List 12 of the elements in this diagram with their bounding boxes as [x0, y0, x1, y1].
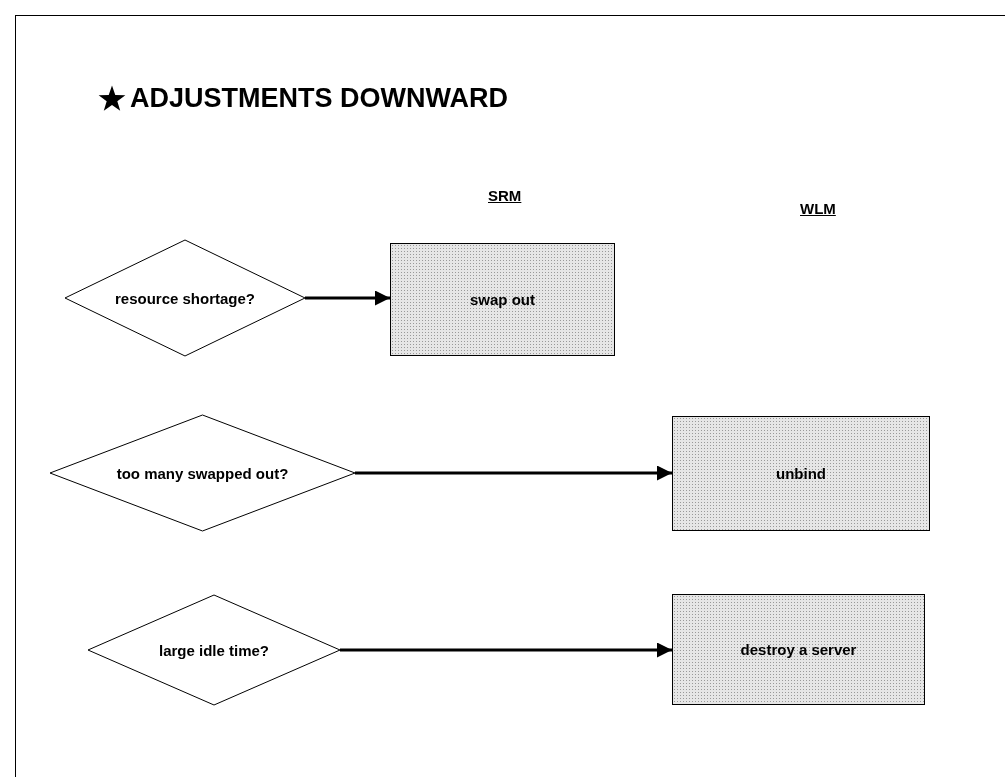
- arrow: [355, 465, 672, 481]
- arrow: [340, 642, 672, 658]
- column-heading: SRM: [488, 187, 522, 204]
- decision-diamond: too many swapped out?: [50, 415, 355, 531]
- arrow: [305, 290, 390, 306]
- process-box: destroy a server: [672, 594, 925, 705]
- process-box: unbind: [672, 416, 930, 531]
- decision-diamond: large idle time?: [88, 595, 340, 705]
- decision-diamond: resource shortage?: [65, 240, 305, 356]
- column-heading: WLM: [800, 200, 836, 217]
- process-box: swap out: [390, 243, 615, 356]
- title: ADJUSTMENTS DOWNWARD: [130, 83, 508, 114]
